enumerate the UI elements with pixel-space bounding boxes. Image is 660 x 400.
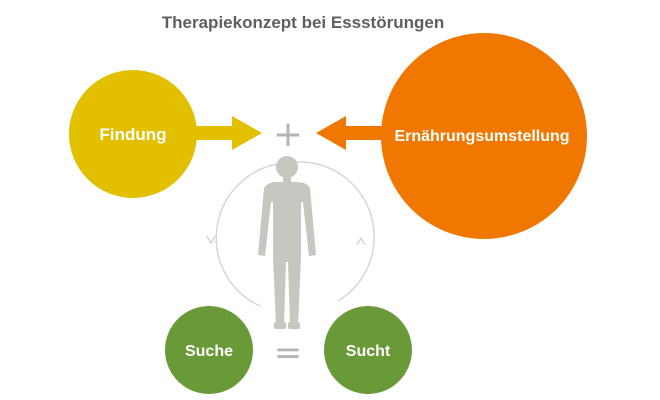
- cycle-arc-left: [215, 162, 287, 307]
- cycle-ring: [206, 161, 375, 307]
- node-suche: Suche: [165, 306, 253, 394]
- sucht-circle: [324, 306, 412, 394]
- arrow-left-icon: [316, 116, 392, 150]
- suche-circle: [165, 306, 253, 394]
- suche-label: Suche: [185, 343, 233, 360]
- node-sucht: Sucht: [324, 306, 412, 394]
- arrow-right-icon: [196, 116, 262, 150]
- cycle-arrow-down-icon: [206, 235, 216, 245]
- ernaehrung-circle: [381, 33, 587, 239]
- equals-icon: =: [274, 333, 303, 373]
- node-findung: Findung: [69, 70, 197, 198]
- diagram-title: Therapiekonzept bei Essstörungen: [162, 13, 444, 32]
- findung-circle: [69, 70, 197, 198]
- node-ernaehrungsumstellung: Ernährungsumstellung: [381, 33, 587, 239]
- plus-icon: +: [273, 114, 303, 155]
- sucht-label: Sucht: [346, 343, 391, 360]
- findung-label: Findung: [99, 125, 166, 144]
- cycle-arrow-up-icon: [356, 236, 366, 246]
- ernaehrung-label: Ernährungsumstellung: [394, 128, 569, 145]
- cycle-arc-right: [285, 161, 375, 302]
- human-figure-icon: [258, 156, 316, 329]
